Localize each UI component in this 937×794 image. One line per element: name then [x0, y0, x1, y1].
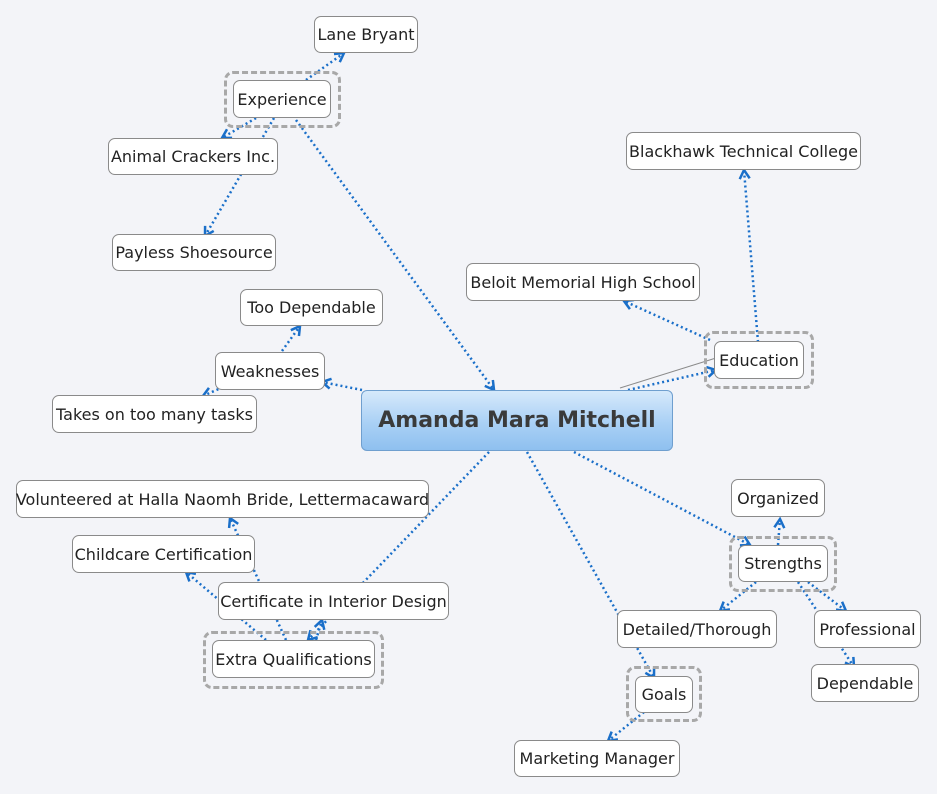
connector-edu-blackhawk [738, 167, 760, 343]
subtopic-organized[interactable]: Organized [731, 479, 825, 517]
topic-experience[interactable]: Experience [233, 80, 331, 118]
relation-line [619, 357, 717, 389]
connector-extra-certificate [313, 617, 326, 641]
subtopic-animal-crackers[interactable]: Animal Crackers Inc. [108, 138, 278, 175]
topic-extra-qualifications[interactable]: Extra Qualifications [212, 640, 375, 678]
connector-root-education [627, 365, 719, 392]
root-topic[interactable]: Amanda Mara Mitchell [361, 390, 673, 451]
subtopic-childcare-certification[interactable]: Childcare Certification [72, 535, 255, 573]
goals-selection-frame [626, 666, 702, 722]
connector-experience-animal [219, 116, 257, 140]
topic-strengths[interactable]: Strengths [738, 545, 828, 582]
subtopic-detailed-thorough[interactable]: Detailed/Thorough [617, 610, 777, 648]
education-selection-frame [704, 331, 814, 389]
topic-education[interactable]: Education [714, 341, 804, 379]
connector-experience-payless [203, 117, 276, 239]
connector-root-experience [294, 119, 496, 393]
subtopic-payless-shoesource[interactable]: Payless Shoesource [112, 234, 276, 271]
subtopic-professional[interactable]: Professional [814, 610, 921, 648]
connector-root-strengths [573, 450, 753, 547]
subtopic-beloit-memorial-high-school[interactable]: Beloit Memorial High School [466, 263, 700, 301]
subtopic-lane-bryant[interactable]: Lane Bryant [314, 16, 418, 53]
subtopic-marketing-manager[interactable]: Marketing Manager [514, 740, 680, 777]
connector-root-extra [306, 451, 490, 642]
experience-selection-frame [224, 71, 341, 128]
subtopic-too-dependable[interactable]: Too Dependable [240, 289, 383, 326]
topic-goals[interactable]: Goals [635, 676, 693, 713]
subtopic-dependable[interactable]: Dependable [811, 664, 919, 702]
subtopic-certificate-interior-design[interactable]: Certificate in Interior Design [218, 582, 449, 620]
connector-weak-toodep [280, 323, 302, 352]
subtopic-takes-on-too-many-tasks[interactable]: Takes on too many tasks [52, 395, 257, 433]
extra-selection-frame [203, 631, 384, 689]
topic-weaknesses[interactable]: Weaknesses [215, 352, 325, 390]
connector-edu-beloit [621, 298, 711, 342]
subtopic-volunteered[interactable]: Volunteered at Halla Naomh Bride, Letter… [16, 480, 429, 518]
subtopic-blackhawk-technical-college[interactable]: Blackhawk Technical College [626, 132, 861, 170]
connector-str-organized [773, 516, 786, 546]
strengths-selection-frame [729, 536, 837, 592]
connector-root-weaknesses [319, 377, 363, 392]
